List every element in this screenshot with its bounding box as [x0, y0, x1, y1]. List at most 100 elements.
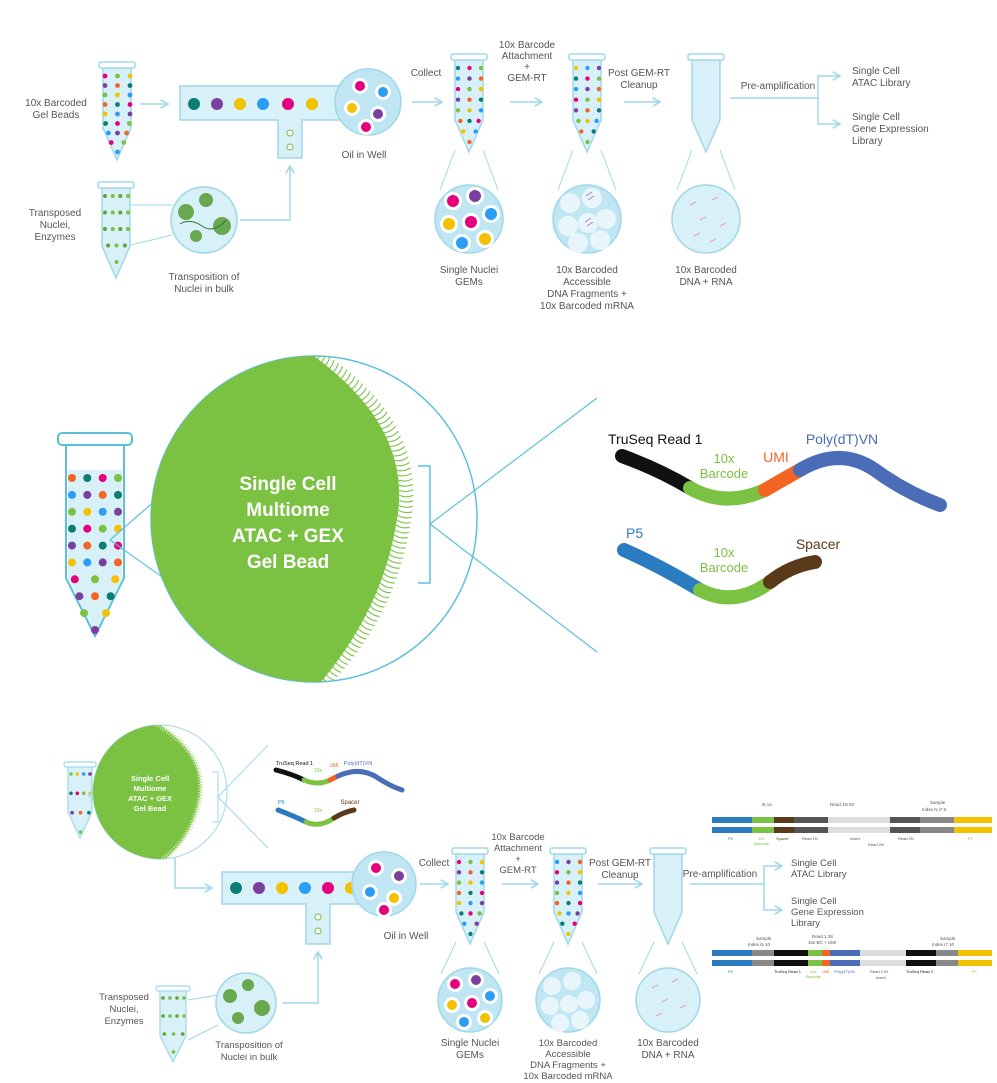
tube-dot	[168, 996, 172, 1000]
tube-dot	[118, 227, 123, 231]
tube-dot	[102, 609, 110, 618]
arrow-bulk-to-chip	[240, 164, 295, 221]
oligo-hair	[348, 379, 360, 391]
label-spacer: Spacer	[796, 536, 841, 552]
tube-dot	[468, 870, 473, 875]
bead-oligo-hairs	[292, 338, 414, 682]
tube-dot	[102, 92, 108, 98]
tube-dot	[573, 108, 579, 113]
oligo-hair	[390, 548, 405, 554]
oligo-hair	[341, 372, 352, 385]
oligo-hair	[352, 383, 364, 395]
oligo-hair	[292, 338, 299, 350]
tube-dot	[103, 194, 107, 198]
bottom-dna-rna-zoom	[635, 967, 701, 1033]
tube-dot	[103, 210, 107, 215]
tube-dot	[576, 118, 581, 124]
bead-dots	[102, 73, 133, 155]
oligo-hair	[398, 478, 413, 482]
tube-dot	[98, 474, 107, 482]
bottom-bead-dots	[69, 772, 92, 834]
tube-dot	[114, 507, 122, 516]
tube-dot	[75, 772, 80, 776]
tube-dot	[455, 86, 461, 92]
tube-dot	[110, 227, 115, 231]
tube-dot	[111, 575, 120, 584]
tube-dot	[579, 129, 584, 134]
bottom-oil-well	[351, 851, 417, 918]
bottom-fragments-zoom	[535, 967, 601, 1033]
bottom-label-collect: Collect	[419, 858, 450, 869]
tube-dot	[557, 911, 562, 916]
tube-dot	[110, 194, 115, 198]
tube-dot	[566, 880, 571, 885]
tube-dot	[455, 97, 461, 102]
oligo-hair	[391, 445, 406, 452]
tube-dot	[479, 870, 485, 875]
oligo-hair	[393, 451, 407, 457]
tube-dot	[115, 83, 120, 88]
tube-dot	[126, 194, 130, 198]
label-truseq-read1: TruSeq Read 1	[608, 431, 703, 447]
oligo-hair	[387, 558, 402, 564]
bottom-arrow-atac	[763, 861, 784, 884]
tube-dot	[88, 772, 92, 776]
tube-dot	[114, 243, 119, 248]
oligo-hair	[395, 461, 410, 467]
tube-dot	[585, 65, 590, 71]
oligo-hair	[336, 655, 349, 666]
barcoded-tube	[568, 53, 606, 154]
tube-dot	[577, 870, 583, 875]
bottom-gems-dots	[456, 859, 485, 937]
zoom-line	[217, 744, 269, 798]
tube-dot	[115, 73, 120, 79]
gex-top-label: 10x BC + UMI	[808, 940, 836, 945]
tube-dot	[91, 592, 99, 601]
tube-dot	[473, 129, 478, 134]
oligo-hair	[392, 539, 407, 544]
nuclei-dots	[103, 194, 130, 264]
bottom-label-p5: P5	[278, 800, 285, 806]
tube-dot	[596, 65, 602, 71]
tube-dot	[478, 97, 484, 102]
gems-dots	[455, 65, 484, 145]
oligo-hair	[378, 416, 391, 425]
tube-dot	[577, 880, 583, 885]
oligo-hair	[399, 494, 414, 498]
oligo-hair	[373, 596, 387, 603]
tube-dot	[455, 108, 461, 113]
oligo-hair	[313, 356, 322, 364]
dna-rna-zoom	[671, 184, 741, 254]
tube-dot	[103, 227, 107, 231]
gems-zoom	[434, 184, 504, 254]
tube-dot	[478, 76, 484, 81]
arrow-to-atac	[817, 71, 842, 98]
oligo-hair	[396, 467, 412, 472]
tube-dot	[468, 911, 473, 916]
tube-dot	[479, 900, 485, 906]
oligo-hair	[383, 425, 397, 434]
microfluidic-channel	[179, 85, 341, 159]
tube-dot	[91, 575, 99, 584]
oligo-hair	[339, 651, 352, 661]
tube-dot	[68, 474, 76, 482]
tube-dot	[566, 900, 571, 906]
bracket-line-upper	[429, 397, 598, 525]
tube-dot	[126, 121, 132, 126]
tube-dot	[115, 102, 120, 107]
oligo-hair	[330, 663, 342, 674]
gex-bottom-label: Barcode	[806, 974, 822, 979]
tube-dot	[456, 880, 462, 885]
arrow-to-gex	[817, 98, 842, 129]
zoom-line	[482, 149, 499, 191]
tube-dot	[554, 890, 560, 896]
gex-top-label: Index i7 10	[932, 942, 955, 947]
